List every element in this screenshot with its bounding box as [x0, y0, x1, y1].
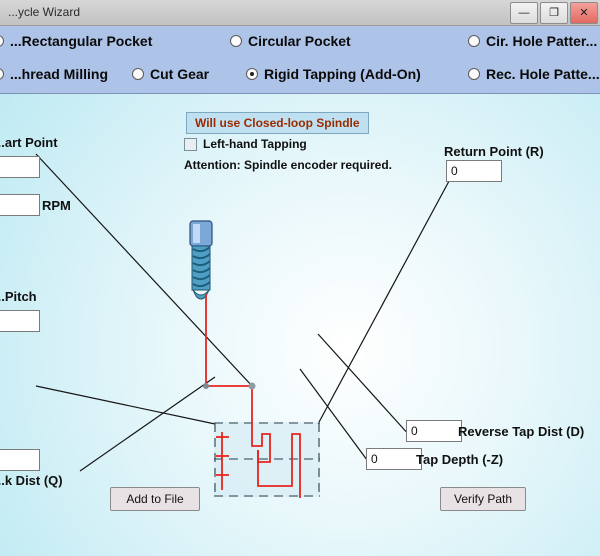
radio-rectangular-pocket[interactable]: ...Rectangular Pocket	[0, 33, 152, 49]
pitch-input[interactable]	[0, 310, 40, 332]
radio-rectangular-pocket-icon	[0, 35, 4, 47]
attention-note: Attention: Spindle encoder required.	[184, 158, 393, 172]
radio-thread-milling[interactable]: ...hread Milling	[0, 66, 108, 82]
start-point-label: ...art Point	[0, 135, 58, 150]
radio-circular-pocket-icon	[230, 35, 242, 47]
title-bar: ...ycle Wizard — ❐ ✕	[0, 0, 600, 26]
radio-circular-hole-pattern-icon	[468, 35, 480, 47]
add-to-file-button[interactable]: Add to File	[110, 487, 200, 511]
start-point-input[interactable]	[0, 156, 40, 178]
radio-thread-milling-icon	[0, 68, 4, 80]
rpm-input[interactable]	[0, 194, 40, 216]
return-point-marker	[248, 382, 256, 390]
closed-loop-spindle-banner: Will use Closed-loop Spindle	[186, 112, 369, 134]
radio-circular-hole-pattern[interactable]: Cir. Hole Patter...	[468, 33, 597, 49]
reverse-tap-dist-label: Reverse Tap Dist (D)	[458, 424, 585, 439]
tap-depth-label: Tap Depth (-Z)	[416, 452, 504, 467]
close-button[interactable]: ✕	[570, 2, 598, 24]
radio-rigid-tapping[interactable]: Rigid Tapping (Add-On)	[246, 66, 421, 82]
radio-cut-gear-label: Cut Gear	[150, 66, 210, 82]
tap-tool-icon	[189, 220, 213, 300]
minimize-button[interactable]: —	[510, 2, 538, 24]
radio-circular-hole-pattern-label: Cir. Hole Patter...	[486, 33, 598, 49]
radio-cut-gear-icon	[132, 68, 144, 80]
radio-rectangular-pocket-label: ...Rectangular Pocket	[10, 33, 153, 49]
start-point-marker	[203, 383, 209, 389]
pitch-label: ...Pitch	[0, 289, 37, 304]
radio-rigid-tapping-icon	[246, 68, 258, 80]
verify-path-button[interactable]: Verify Path	[440, 487, 526, 511]
tap-depth-input[interactable]	[366, 448, 422, 470]
return-point-label: Return Point (R)	[444, 144, 544, 159]
radio-rectangular-hole-pattern-label: Rec. Hole Patte...	[486, 66, 600, 82]
leader-lines	[35, 153, 456, 472]
radio-thread-milling-label: ...hread Milling	[10, 66, 109, 82]
peck-dist-label: ...k Dist (Q)	[0, 473, 63, 488]
reverse-tap-dist-input[interactable]	[406, 420, 462, 442]
window-controls: — ❐ ✕	[510, 2, 598, 24]
window-title: ...ycle Wizard	[8, 5, 81, 19]
rigid-tapping-panel: Will use Closed-loop Spindle Left-hand T…	[0, 94, 600, 556]
option-row-2: ...hread Milling Cut Gear Rigid Tapping …	[0, 62, 600, 92]
left-hand-tapping-checkbox[interactable]: Left-hand Tapping	[184, 137, 307, 151]
option-row-1: ...Rectangular Pocket Circular Pocket Ci…	[0, 29, 600, 59]
radio-rigid-tapping-label: Rigid Tapping (Add-On)	[264, 66, 421, 82]
radio-cut-gear[interactable]: Cut Gear	[132, 66, 209, 82]
radio-rectangular-hole-pattern[interactable]: Rec. Hole Patte...	[468, 66, 600, 82]
toolpath-diagram	[35, 153, 456, 498]
maximize-button[interactable]: ❐	[540, 2, 568, 24]
left-hand-tapping-label: Left-hand Tapping	[203, 137, 307, 151]
radio-circular-pocket[interactable]: Circular Pocket	[230, 33, 351, 49]
rpm-label: RPM	[42, 198, 71, 213]
return-point-input[interactable]	[446, 160, 502, 182]
cycle-type-option-bar: ...Rectangular Pocket Circular Pocket Ci…	[0, 26, 600, 94]
left-hand-tapping-checkbox-icon	[184, 137, 197, 151]
toolpath-line	[205, 294, 301, 498]
radio-rectangular-hole-pattern-icon	[468, 68, 480, 80]
radio-circular-pocket-label: Circular Pocket	[248, 33, 351, 49]
peck-dist-input[interactable]	[0, 449, 40, 471]
